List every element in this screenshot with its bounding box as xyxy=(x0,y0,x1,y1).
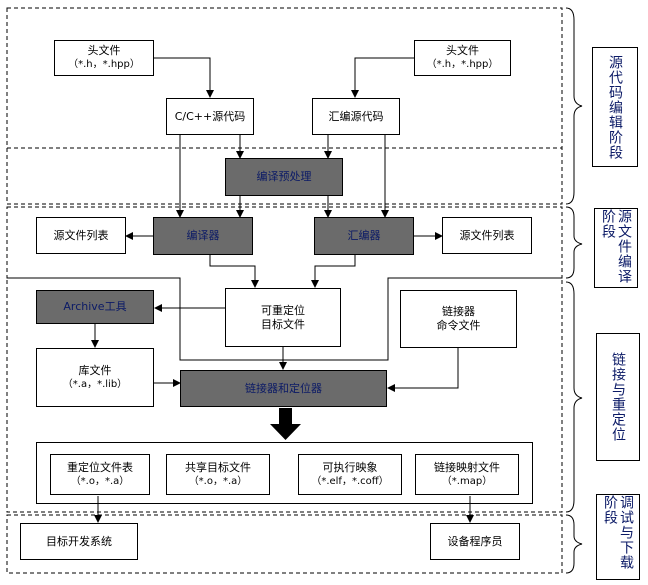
preprocess-label: 编译预处理 xyxy=(256,170,312,183)
header-file-right-title: 头文件 xyxy=(446,44,479,57)
library-file-title: 库文件 xyxy=(78,363,112,377)
asm-source-code-label: 汇编源代码 xyxy=(328,109,384,123)
asm-source-code: 汇编源代码 xyxy=(312,98,400,135)
source-list-left: 源文件列表 xyxy=(36,217,126,254)
preprocess-box: 编译预处理 xyxy=(225,158,343,196)
relocatable-object-file: 可重定位 目标文件 xyxy=(225,288,341,347)
stage-label-compile-text: 源文件编译阶段 xyxy=(600,209,632,284)
output-link-map: 链接映射文件 （*.map） xyxy=(415,454,519,495)
stage-label-compile: 源文件编译阶段 xyxy=(594,208,638,288)
source-list-right-label: 源文件列表 xyxy=(459,228,515,242)
archive-tool-label: Archive工具 xyxy=(63,300,127,313)
dashed-stage-regions xyxy=(6,7,563,574)
output-exec-ext: （*.elf，*.coff） xyxy=(311,475,389,487)
outputs-container xyxy=(36,442,533,504)
library-file-ext: （*.a，*.lib） xyxy=(62,378,128,390)
output-shared-title: 共享目标文件 xyxy=(185,460,251,474)
stage-braces xyxy=(565,7,583,574)
stage-label-debug: 调试与下载阶段 xyxy=(596,494,640,580)
header-file-right: 头文件 （*.h，*.hpp） xyxy=(414,40,511,76)
device-programmer: 设备程序员 xyxy=(430,523,520,560)
stage-label-debug-text: 调试与下载阶段 xyxy=(602,495,634,570)
archive-tool-box: Archive工具 xyxy=(36,290,154,324)
device-programmer-label: 设备程序员 xyxy=(447,534,503,548)
stage-label-linking-text: 链接与重定位 xyxy=(610,352,626,442)
big-down-arrow xyxy=(270,408,301,440)
compiler-box: 编译器 xyxy=(153,217,253,255)
output-exec-title: 可执行映象 xyxy=(322,460,378,474)
header-file-left-ext: （*.h，*.hpp） xyxy=(68,59,140,70)
output-map-ext: （*.map） xyxy=(441,475,493,487)
source-list-left-label: 源文件列表 xyxy=(53,228,109,242)
source-list-right: 源文件列表 xyxy=(442,217,532,254)
linker-locator-box: 链接器和定位器 xyxy=(180,370,387,407)
stage-label-editing-text: 源代码编辑阶段 xyxy=(607,54,623,160)
assembler-label: 汇编器 xyxy=(347,229,381,242)
header-file-left-title: 头文件 xyxy=(87,44,121,57)
output-relocation-table: 重定位文件表 （*.o，*.a） xyxy=(50,454,150,495)
output-executable-image: 可执行映象 （*.elf，*.coff） xyxy=(298,454,402,495)
output-shared-object: 共享目标文件 （*.o，*.a） xyxy=(166,454,270,495)
relocatable-line1: 可重定位 xyxy=(261,303,305,317)
output-relocation-ext: （*.o，*.a） xyxy=(70,475,130,487)
target-dev-label: 目标开发系统 xyxy=(46,534,112,548)
flow-arrows xyxy=(91,57,474,523)
compiler-label: 编译器 xyxy=(186,229,220,242)
linker-cmd-line2: 命令文件 xyxy=(436,319,481,332)
header-file-right-ext: （*.h，*.hpp） xyxy=(426,59,499,70)
header-file-left: 头文件 （*.h，*.hpp） xyxy=(54,40,154,76)
linker-cmd-line1: 链接器 xyxy=(442,305,475,318)
output-map-title: 链接映射文件 xyxy=(434,460,500,474)
stage-label-editing: 源代码编辑阶段 xyxy=(592,47,638,167)
c-source-code-label: C/C++源代码 xyxy=(174,109,246,123)
linker-locator-label: 链接器和定位器 xyxy=(245,381,322,395)
assembler-box: 汇编器 xyxy=(314,217,414,255)
output-shared-ext: （*.o，*.a） xyxy=(188,475,248,487)
output-relocation-title: 重定位文件表 xyxy=(67,460,133,474)
stage-label-linking: 链接与重定位 xyxy=(596,333,640,461)
target-dev-system: 目标开发系统 xyxy=(20,523,138,560)
c-source-code: C/C++源代码 xyxy=(166,98,254,135)
library-file: 库文件 （*.a，*.lib） xyxy=(36,348,154,407)
relocatable-line2: 目标文件 xyxy=(261,317,305,331)
linker-command-file: 链接器 命令文件 xyxy=(400,290,517,348)
